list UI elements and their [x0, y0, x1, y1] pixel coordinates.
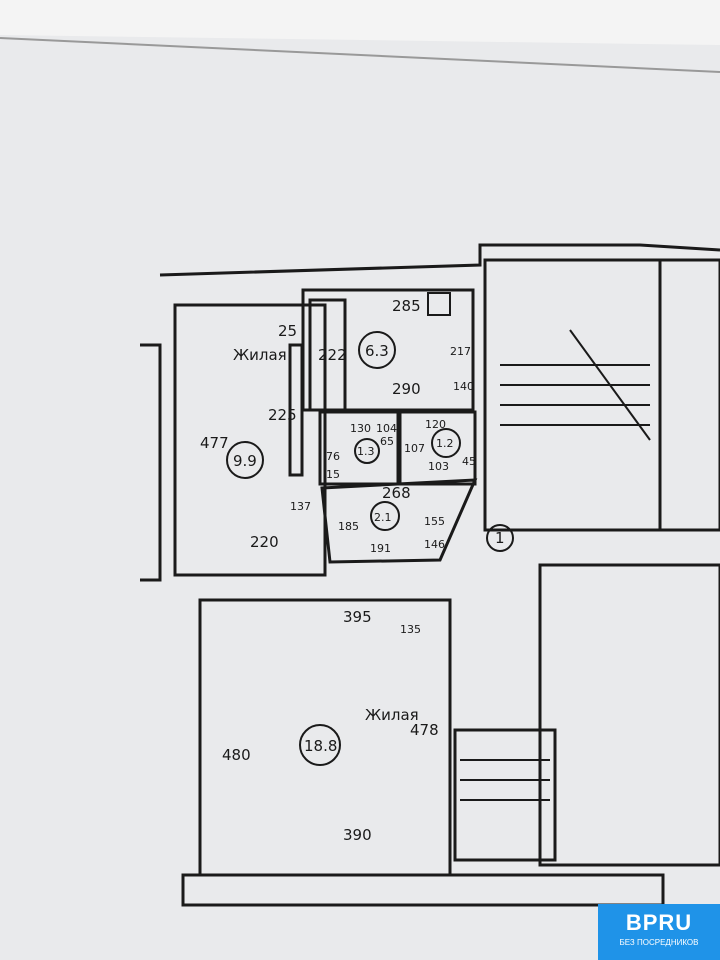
dim: 480 [222, 746, 251, 764]
apartment-marker: 1 [495, 529, 505, 547]
dim: 135 [400, 623, 421, 636]
dim: 220 [250, 533, 279, 551]
dim: 103 [428, 460, 449, 473]
dim: 217 [450, 345, 471, 358]
dim: 104 [376, 422, 397, 435]
dim: 130 [350, 422, 371, 435]
room-area-living-1: 9.9 [233, 452, 257, 470]
dim: 225 [268, 406, 297, 424]
dim: 477 [200, 434, 229, 452]
dim: 76 [326, 450, 340, 463]
room-area-wc: 1.2 [436, 437, 454, 450]
room-area-kitchen: 6.3 [365, 342, 389, 360]
watermark-badge: BPRU БЕЗ ПОСРЕДНИКОВ [598, 904, 720, 960]
watermark-tagline: БЕЗ ПОСРЕДНИКОВ [619, 938, 699, 947]
room-label-living-1: Жилая [233, 346, 287, 364]
watermark-brand: BPRU [625, 910, 693, 935]
dim: 185 [338, 520, 359, 533]
room-area-bath: 1.3 [357, 445, 375, 458]
room-label-living-2: Жилая [365, 706, 419, 724]
dim: 45 [462, 455, 476, 468]
dim: 285 [392, 297, 421, 315]
dim: 191 [370, 542, 391, 555]
dim: 120 [425, 418, 446, 431]
dim: 268 [382, 484, 411, 502]
room-area-living-2: 18.8 [304, 737, 337, 755]
dim: 15 [326, 468, 340, 481]
dim: 146 [424, 538, 445, 551]
dim: 290 [392, 380, 421, 398]
dim: 107 [404, 442, 425, 455]
dim: 390 [343, 826, 372, 844]
dim: 395 [343, 608, 372, 626]
room-area-hall: 2.1 [374, 511, 392, 524]
dim: 140 [453, 380, 474, 393]
dim: 155 [424, 515, 445, 528]
dim: 25 [278, 322, 297, 340]
dim: 222 [318, 346, 347, 364]
dim: 137 [290, 500, 311, 513]
dim: 478 [410, 721, 439, 739]
dim: 65 [380, 435, 394, 448]
